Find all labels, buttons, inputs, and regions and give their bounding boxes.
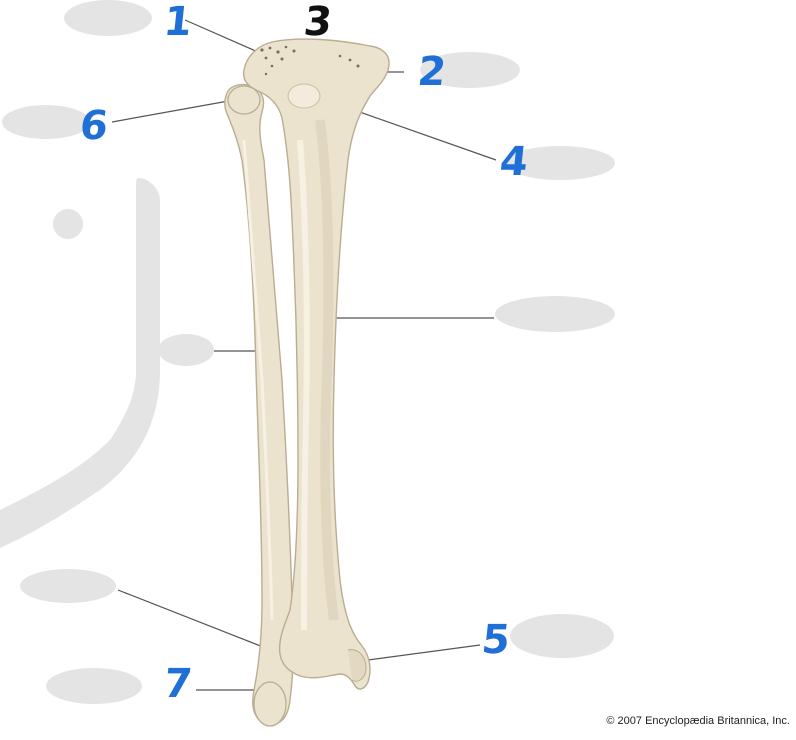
redaction-label-7 xyxy=(46,668,142,704)
redaction-label-5 xyxy=(510,614,614,658)
lateral-malleolus xyxy=(253,681,287,727)
label-number-4: 4 xyxy=(497,139,531,185)
fibula-head xyxy=(227,85,261,115)
fibula-bone xyxy=(223,83,294,725)
redaction-label-1 xyxy=(64,0,152,36)
redaction-label-lower xyxy=(20,569,116,603)
redaction-label-6 xyxy=(2,105,90,139)
leader-line-1 xyxy=(184,19,259,53)
tibia-shade xyxy=(315,119,339,621)
redaction-label-4 xyxy=(505,146,615,180)
plateau-texture xyxy=(260,45,360,76)
redaction-dot-left xyxy=(53,209,83,239)
label-number-7: 7 xyxy=(161,661,195,707)
tibia-highlight xyxy=(297,139,310,631)
copyright-notice: © 2007 Encyclopædia Britannica, Inc. xyxy=(606,715,790,727)
tibia-shape xyxy=(242,38,390,690)
tibial-tuberosity xyxy=(287,83,321,109)
medial-malleolus xyxy=(347,649,367,682)
redaction-label-2 xyxy=(420,52,520,88)
label-number-5: 5 xyxy=(479,617,513,663)
label-number-3: 3 xyxy=(301,0,335,45)
redaction-label-shaft xyxy=(495,296,615,332)
label-number-6: 6 xyxy=(77,103,111,149)
label-number-1: 1 xyxy=(161,0,195,45)
redaction-label-fibula xyxy=(158,334,214,366)
redaction-marks xyxy=(0,0,615,704)
fibula-highlight xyxy=(242,139,274,621)
tibia-bone xyxy=(242,38,390,690)
large-correction-stroke xyxy=(0,178,160,548)
leader-line-lower xyxy=(117,589,287,657)
leader-line-5 xyxy=(367,644,481,661)
leader-line-6 xyxy=(111,99,235,123)
label-number-2: 2 xyxy=(415,49,449,95)
